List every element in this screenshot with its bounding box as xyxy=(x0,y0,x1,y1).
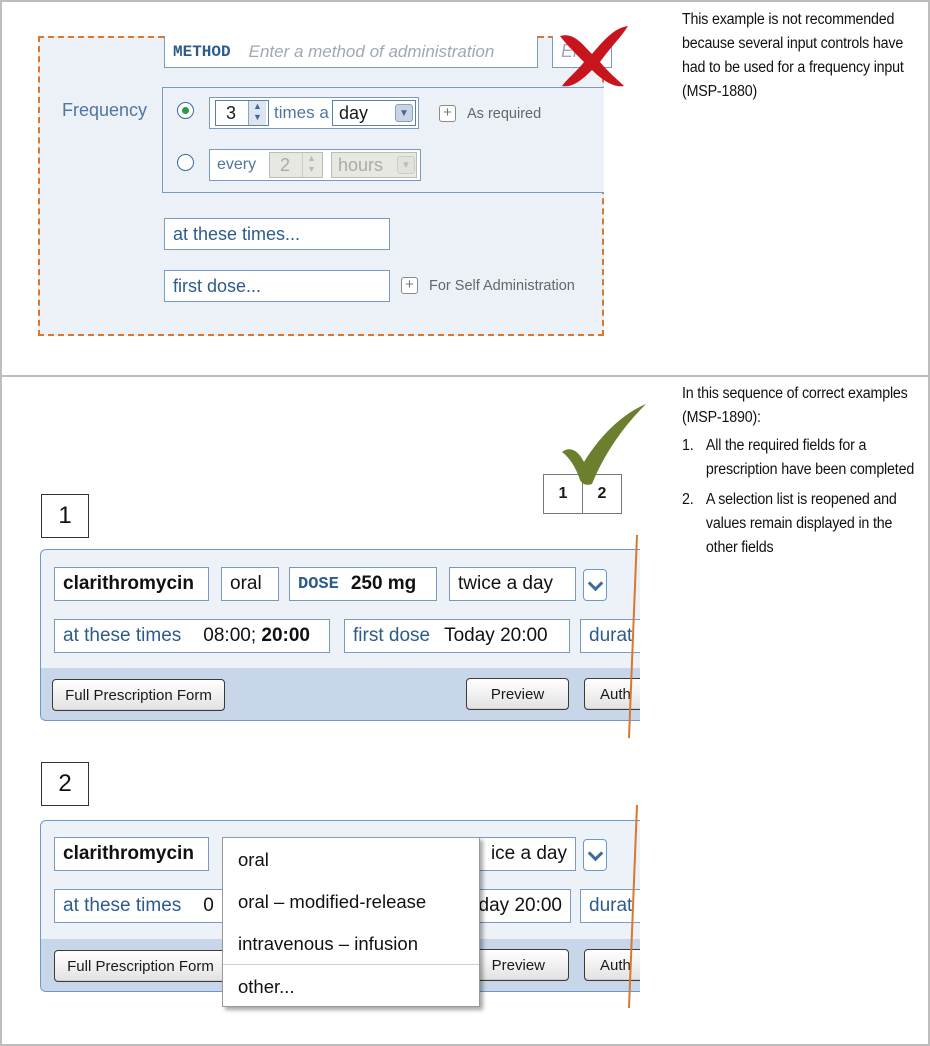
chevron-down-icon[interactable] xyxy=(583,839,607,871)
as-required-plus-icon[interactable]: + xyxy=(439,105,456,122)
route-option[interactable]: other... xyxy=(238,976,295,997)
route-option[interactable]: oral xyxy=(238,849,269,870)
drug-field[interactable]: clarithromycin xyxy=(54,837,209,871)
first-dose-field[interactable]: first dose Today 20:00 xyxy=(344,619,570,653)
route-option[interactable]: oral – modified-release xyxy=(238,891,427,912)
route-field[interactable]: oral xyxy=(221,567,279,601)
dose-label: DOSE xyxy=(298,574,339,594)
frequency-radio-every[interactable] xyxy=(177,154,194,171)
frequency-label: Frequency xyxy=(62,100,148,120)
method-placeholder: Enter a method of administration xyxy=(248,41,495,61)
every-spin-arrows-icon: ▲▼ xyxy=(302,153,320,177)
times-a-label: times a xyxy=(274,103,329,122)
chevron-down-icon[interactable] xyxy=(583,569,607,601)
drug-field[interactable]: clarithromycin xyxy=(54,567,209,601)
at-these-times-field[interactable]: at these times... xyxy=(164,218,390,250)
recommended-note-list: 1.All the required fields for a prescrip… xyxy=(682,434,923,560)
as-required-label: As required xyxy=(467,106,542,122)
step-1-number: 1 xyxy=(41,494,89,538)
green-check-icon xyxy=(562,404,646,485)
times-value: 08:00; xyxy=(203,625,262,646)
authorise-button[interactable]: Auth xyxy=(584,678,640,710)
times-value: 0 xyxy=(203,895,214,916)
count-spin-arrows-icon[interactable]: ▲▼ xyxy=(248,101,266,125)
first-dose-label: first dose xyxy=(353,625,431,646)
dropdown-divider xyxy=(223,964,479,965)
times-field[interactable]: at these times 08:00; 20:00 xyxy=(54,619,330,653)
duration-field[interactable]: durat xyxy=(580,889,640,923)
recommended-note-intro: In this sequence of correct examples (MS… xyxy=(682,385,908,426)
preview-button[interactable]: Preview xyxy=(466,949,569,981)
duration-field[interactable]: durat xyxy=(580,619,640,653)
self-admin-plus-icon[interactable]: + xyxy=(401,277,418,294)
dose-field[interactable]: DOSE 250 mg xyxy=(289,567,437,601)
full-prescription-form-button[interactable]: Full Prescription Form xyxy=(52,679,225,711)
dose-value: 250 mg xyxy=(350,573,417,594)
not-recommended-note: This example is not recommended because … xyxy=(682,11,904,100)
frequency-radio-times[interactable] xyxy=(177,102,194,119)
method-label: METHOD xyxy=(173,42,231,61)
recommended-note: In this sequence of correct examples (MS… xyxy=(682,382,923,566)
first-dose-field[interactable]: first dose... xyxy=(164,270,390,302)
method-field[interactable]: METHOD Enter a method of administration xyxy=(164,36,538,68)
note-item: 2.A selection list is reopened and value… xyxy=(682,491,897,556)
period-chevron-icon[interactable]: ▼ xyxy=(395,104,413,122)
full-prescription-form-button[interactable]: Full Prescription Form xyxy=(54,950,227,982)
route-dropdown-list: oral oral – modified-release intravenous… xyxy=(222,837,480,1007)
first-dose-value: Today 20:00 xyxy=(444,625,548,646)
route-option[interactable]: intravenous – infusion xyxy=(238,933,418,954)
times-label: at these times xyxy=(63,625,182,646)
preview-button[interactable]: Preview xyxy=(466,678,569,710)
step-2-number: 2 xyxy=(41,762,89,806)
times-field[interactable]: at these times 0 xyxy=(54,889,254,923)
red-cross-icon xyxy=(560,26,628,87)
authorise-button[interactable]: Auth xyxy=(584,949,640,981)
note-item: 1.All the required fields for a prescrip… xyxy=(682,437,915,478)
self-admin-label: For Self Administration xyxy=(429,278,575,294)
every-label: every xyxy=(217,156,257,173)
every-unit-chevron-icon: ▼ xyxy=(397,156,415,174)
times-value-bold: 20:00 xyxy=(261,625,310,646)
prescription-form-step-1: clarithromycin oral DOSE 250 mg twice a … xyxy=(40,549,640,721)
times-label: at these times xyxy=(63,895,182,916)
frequency-field[interactable]: twice a day xyxy=(449,567,576,601)
